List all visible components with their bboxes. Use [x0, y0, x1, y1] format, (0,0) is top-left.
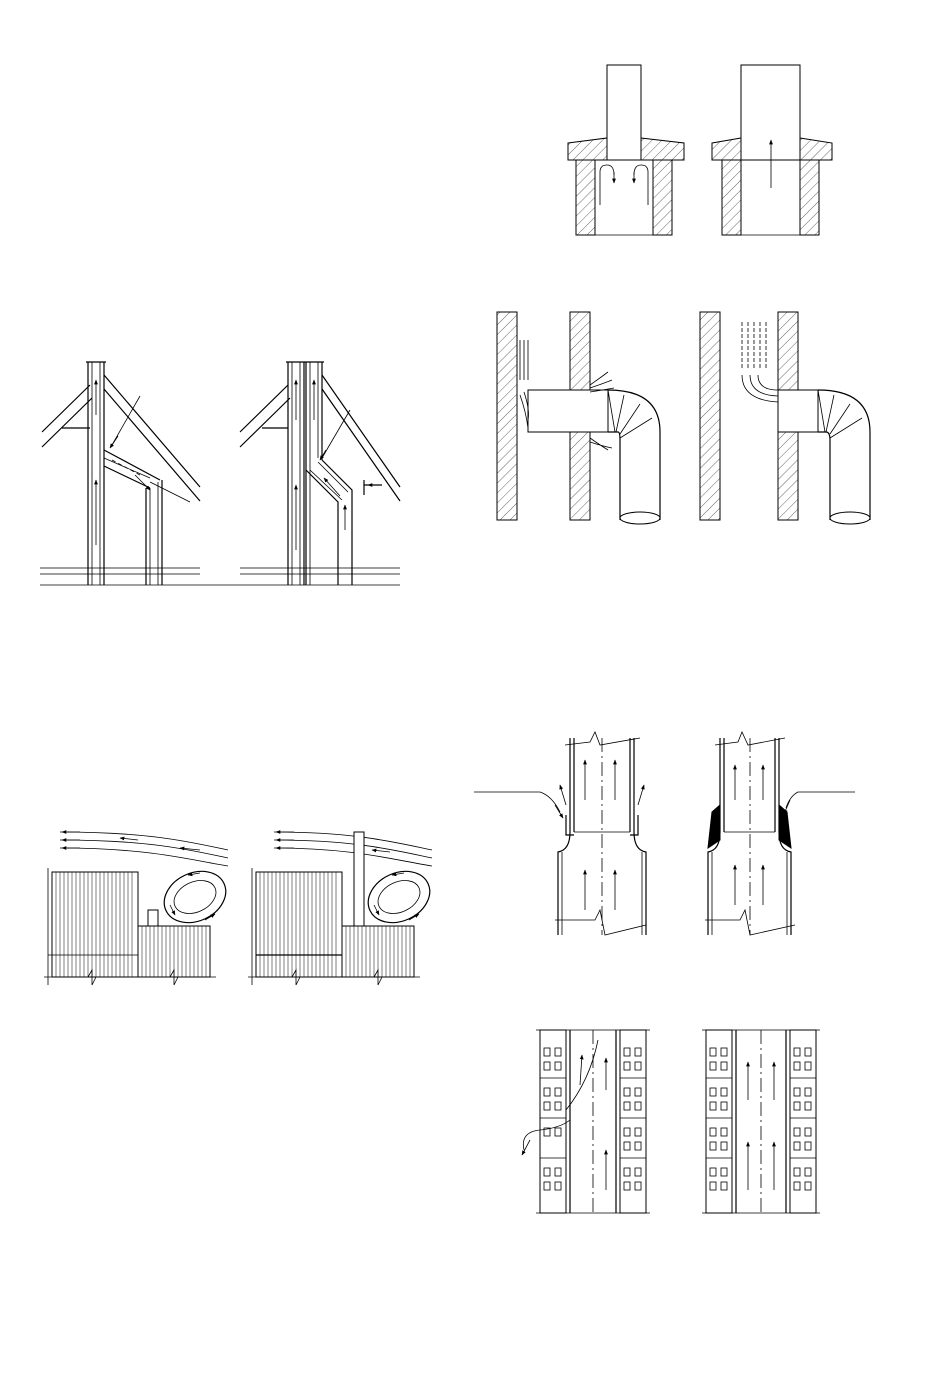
chimney-cap-right: [712, 65, 832, 235]
wall-connector-left: [497, 312, 660, 524]
masonry-flue-left: [522, 1030, 650, 1213]
roof-chimney-left: [40, 362, 400, 585]
wall-connector-right: [700, 312, 870, 524]
flue-joint-right: [705, 732, 855, 935]
wind-eddy-right: [248, 832, 438, 985]
flue-joint-left: [474, 732, 646, 935]
masonry-flue-right: [702, 1030, 820, 1213]
wind-eddy-left: [44, 832, 234, 985]
figure-roof-chimney: [40, 362, 400, 585]
chimney-cap-left: [568, 65, 684, 235]
figure-wall-connector: [497, 312, 870, 524]
figure-wind-eddy: [44, 832, 438, 985]
figure-chimney-cap: [568, 65, 832, 235]
figure-flue-joint: [474, 732, 855, 935]
figure-masonry-flue: [522, 1030, 820, 1213]
roof-chimney-right: [240, 362, 400, 585]
